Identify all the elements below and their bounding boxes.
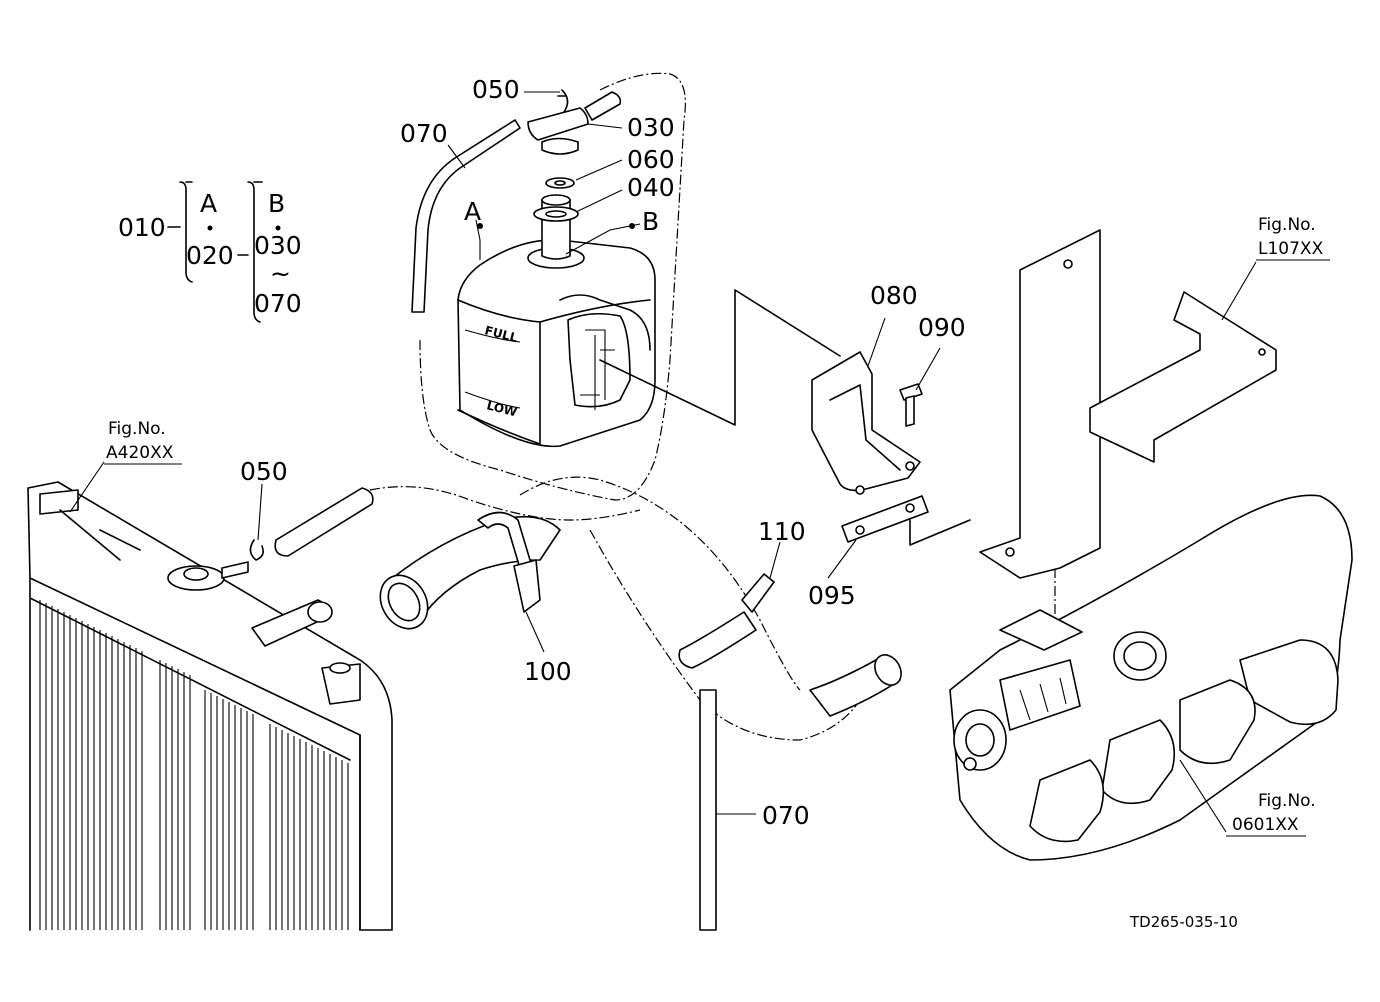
part-050-left-clip [249, 539, 264, 561]
dash-outline-tank [419, 72, 686, 501]
upper-hose [379, 511, 561, 630]
assembly-b-marker: B [642, 207, 659, 236]
part-095-plate [841, 495, 929, 543]
figref-0601-code: 0601XX [1232, 815, 1299, 835]
exhaust-manifold [949, 494, 1353, 861]
tree-bracket-a [167, 181, 193, 283]
part-090: 090 [918, 313, 966, 342]
figref-l107-code: L107XX [1258, 239, 1324, 259]
part-100: 100 [524, 657, 572, 686]
part-095: 095 [808, 581, 856, 610]
callout-labels: 050 030 070 060 040 A B 080 090 050 110 … [240, 75, 966, 830]
part-030-cap [541, 137, 579, 155]
tree-b-from: 030 [254, 231, 302, 260]
bracket-vertical-plate [979, 229, 1101, 579]
figref-a420-code: A420XX [106, 443, 174, 463]
bracket-arm [1089, 291, 1277, 463]
figure-refs: Fig.No. L107XX Fig.No. A420XX Fig.No. 06… [104, 215, 1330, 837]
tree-a-label: A [200, 189, 217, 218]
part-050-top-clip [557, 89, 569, 113]
tree-b-dot [275, 225, 281, 231]
tree-a-child: 020 [186, 241, 234, 270]
part-080: 080 [870, 281, 918, 310]
part-030: 030 [627, 113, 675, 142]
part-100-clamp-head [513, 559, 541, 613]
part-110-band [678, 611, 757, 669]
dash-lower-hose [519, 476, 861, 741]
diagram-id: TD265-035-10 [1129, 913, 1238, 931]
figref-l107-title: Fig.No. [1258, 215, 1316, 235]
bracket-leader-lines [599, 289, 841, 426]
part-050-left: 050 [240, 457, 288, 486]
manifold-boss [999, 659, 1081, 731]
assembly-a-marker: A [464, 197, 481, 226]
tree-bracket-b [237, 181, 263, 323]
tank-bracket [599, 289, 971, 546]
leader-lines [69, 91, 1257, 833]
dash-hose-left [369, 486, 641, 521]
part-040: 040 [627, 173, 675, 202]
part-090-bolt-head [899, 383, 923, 401]
tree-b-label: B [268, 189, 285, 218]
tree-a-dot [207, 225, 213, 231]
radiator-core [39, 600, 349, 930]
mounting-bracket [979, 229, 1277, 579]
part-050-top: 050 [472, 75, 520, 104]
part-090-bolt-shank [905, 395, 915, 427]
assembly-tree: 010 A 020 B 030 ~ 070 [118, 181, 302, 323]
figref-a420-title: Fig.No. [108, 419, 166, 439]
tree-tilde: ~ [270, 259, 291, 288]
part-070-bottom-hose [699, 689, 717, 931]
part-060: 060 [627, 145, 675, 174]
part-070-bottom: 070 [762, 801, 810, 830]
lower-hose-group [678, 573, 902, 931]
radiator-top-tank [27, 481, 393, 931]
tree-root: 010 [118, 213, 166, 242]
part-080-bracket [811, 351, 921, 492]
reserve-tank: FULL LOW [411, 89, 656, 448]
overflow-hose-left [249, 487, 374, 561]
part-070-top: 070 [400, 119, 448, 148]
tank-body [457, 239, 656, 448]
tree-b-to: 070 [254, 289, 302, 318]
radiator [27, 481, 393, 931]
part-070-short-hose [274, 487, 374, 557]
part-110: 110 [758, 517, 806, 546]
figref-0601-title: Fig.No. [1258, 791, 1316, 811]
part-070-top-hose [411, 119, 521, 313]
